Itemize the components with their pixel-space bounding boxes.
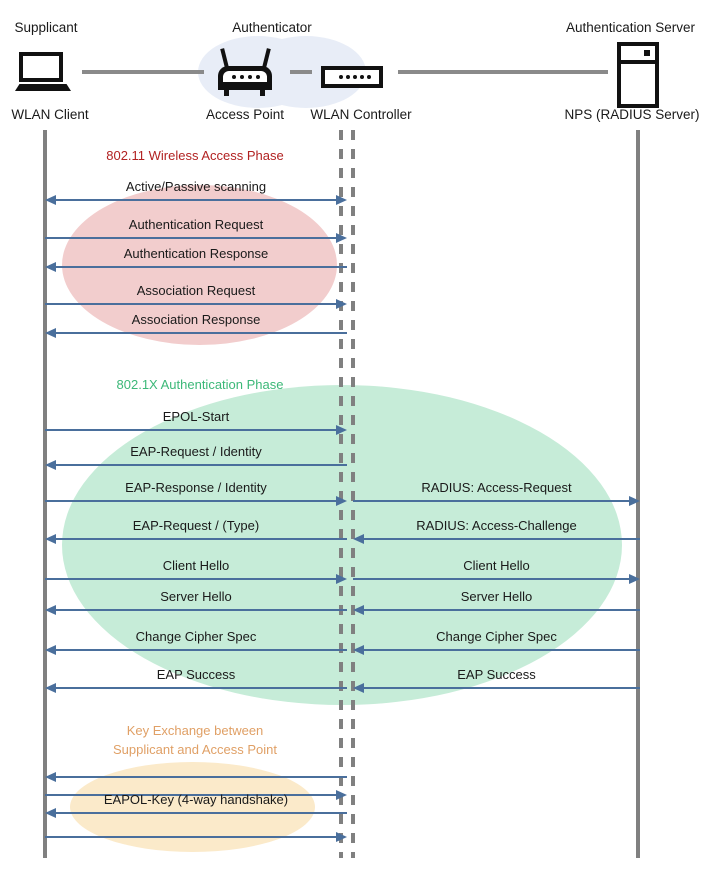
message-label: Client Hello [463,558,530,573]
message-label: Association Request [136,283,256,298]
message-label: Server Hello [460,589,533,604]
wlan-controller-icon [321,48,383,98]
arrowhead-right [336,299,347,309]
arrowhead-left [45,328,56,338]
message-line [47,609,347,611]
lifeline-radius-server [636,130,640,858]
arrowhead-right [629,496,640,506]
message-label: Active/Passive scanning [125,179,267,194]
link-ap-controller [290,70,312,74]
message-label: EAPOL-Key (4-way handshake) [103,792,289,807]
message-line [47,199,345,201]
message-label: Change Cipher Spec [135,629,257,644]
message-label: EAP-Request / Identity [130,444,262,459]
phase-ellipse-wireless-access [62,185,337,345]
message-line [47,649,347,651]
message-label: Association Response [131,312,261,327]
phase-label-key-exchange: Key Exchange between Supplicant and Acce… [112,723,278,757]
message-line [47,464,347,466]
lifeline-access-point [339,130,343,858]
arrowhead-left [45,460,56,470]
message-line [45,500,345,502]
phase-label-wireless-access: 802.11 Wireless Access Phase [106,148,284,163]
message-line [45,578,345,580]
message-label: Authentication Request [128,217,264,232]
laptop-icon [15,52,71,92]
message-label: RADIUS: Access-Challenge [416,518,577,533]
actor-name-access-point: Access Point [205,107,285,122]
arrowhead-left [353,534,364,544]
message-label: RADIUS: Access-Request [421,480,572,495]
actor-role-authenticator: Authenticator [232,20,312,35]
server-icon [617,42,659,108]
message-label: EAP Success [457,667,536,682]
actor-name-wlan-client: WLAN Client [11,107,89,122]
message-line [355,538,640,540]
arrowhead-right [336,195,347,205]
message-label: EAP Success [156,667,236,682]
arrowhead-right [336,233,347,243]
actor-name-wlan-controller: WLAN Controller [310,107,412,122]
arrowhead-left [353,683,364,693]
message-line [47,538,347,540]
message-label: Change Cipher Spec [436,629,557,644]
message-line [45,303,345,305]
arrowhead-left [45,645,56,655]
message-label: Authentication Response [123,246,269,261]
message-line [47,776,347,778]
message-label: EPOL-Start [162,409,230,424]
message-line [355,687,640,689]
link-client-ap [82,70,204,74]
message-line [45,429,345,431]
lifeline-wlan-controller [351,130,355,858]
arrowhead-left [45,772,56,782]
arrowhead-left [45,534,56,544]
arrowhead-left [353,645,364,655]
arrowhead-right [336,425,347,435]
message-line [47,687,347,689]
lifeline-supplicant [43,130,47,858]
message-line [47,332,347,334]
arrowhead-right [336,790,347,800]
message-line [47,266,347,268]
actor-role-supplicant: Supplicant [14,20,78,35]
arrowhead-left [45,605,56,615]
link-controller-server [398,70,608,74]
message-line [45,794,345,796]
arrowhead-left [353,605,364,615]
message-line [353,500,638,502]
arrowhead-right [629,574,640,584]
access-point-icon [214,48,276,98]
message-line [45,237,345,239]
arrowhead-left [45,808,56,818]
message-label: EAP-Response / Identity [125,480,267,495]
message-line [355,649,640,651]
arrowhead-right [336,832,347,842]
message-line [353,578,638,580]
actor-role-authentication-server: Authentication Server [565,20,696,35]
arrowhead-left [45,683,56,693]
arrowhead-right [336,574,347,584]
phase-label-dot1x-auth: 802.1X Authentication Phase [116,377,284,392]
message-label: Server Hello [160,589,232,604]
arrowhead-left [45,195,56,205]
message-line [45,836,345,838]
message-label: EAP-Request / (Type) [132,518,260,533]
message-line [355,609,640,611]
arrowhead-left [45,262,56,272]
actor-name-nps-radius-server: NPS (RADIUS Server) [564,107,700,122]
message-label: Client Hello [162,558,230,573]
arrowhead-right [336,496,347,506]
message-line [47,812,347,814]
